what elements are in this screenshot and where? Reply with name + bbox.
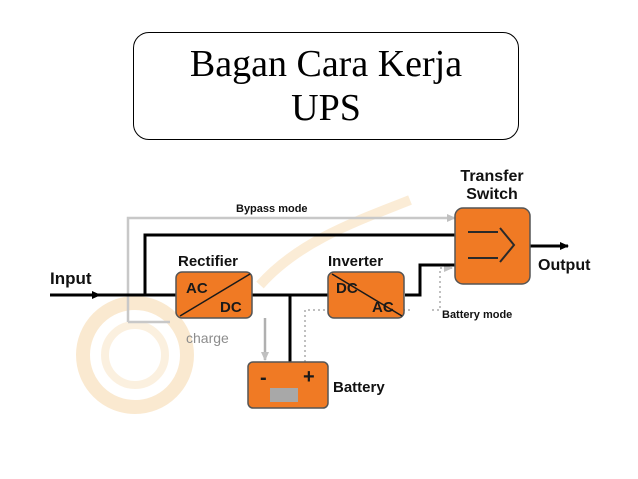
rectifier-dc-text: DC xyxy=(220,299,242,316)
rectifier-block: AC DC xyxy=(175,271,253,319)
output-label: Output xyxy=(538,257,591,274)
rectifier-ac-text: AC xyxy=(186,280,208,297)
rectifier-label: Rectifier xyxy=(178,253,238,270)
inverter-ac-text: AC xyxy=(372,299,394,316)
watermark xyxy=(76,195,412,414)
inverter-block: DC AC xyxy=(327,271,405,319)
inverter-label: Inverter xyxy=(328,253,383,270)
battery-block: - + xyxy=(247,361,329,409)
charge-label: charge xyxy=(186,330,229,346)
battery-mode-label: Battery mode xyxy=(442,309,512,321)
transfer-switch-label-1: Transfer xyxy=(460,168,523,185)
title-box: Bagan Cara Kerja UPS xyxy=(133,32,519,140)
transfer-switch-label-2: Switch xyxy=(466,186,518,203)
battery-label: Battery xyxy=(333,379,385,396)
transfer-switch-block xyxy=(454,207,531,285)
bypass-mode-label: Bypass mode xyxy=(236,203,308,215)
input-label: Input xyxy=(50,269,92,288)
bypass-path xyxy=(126,214,456,322)
title-line-1: Bagan Cara Kerja xyxy=(189,43,463,85)
battery-minus-text: - xyxy=(260,367,267,389)
main-path xyxy=(143,233,455,295)
battery-plus-text: + xyxy=(303,366,315,388)
title-line-2: UPS xyxy=(291,87,361,129)
inverter-dc-text: DC xyxy=(336,280,358,297)
